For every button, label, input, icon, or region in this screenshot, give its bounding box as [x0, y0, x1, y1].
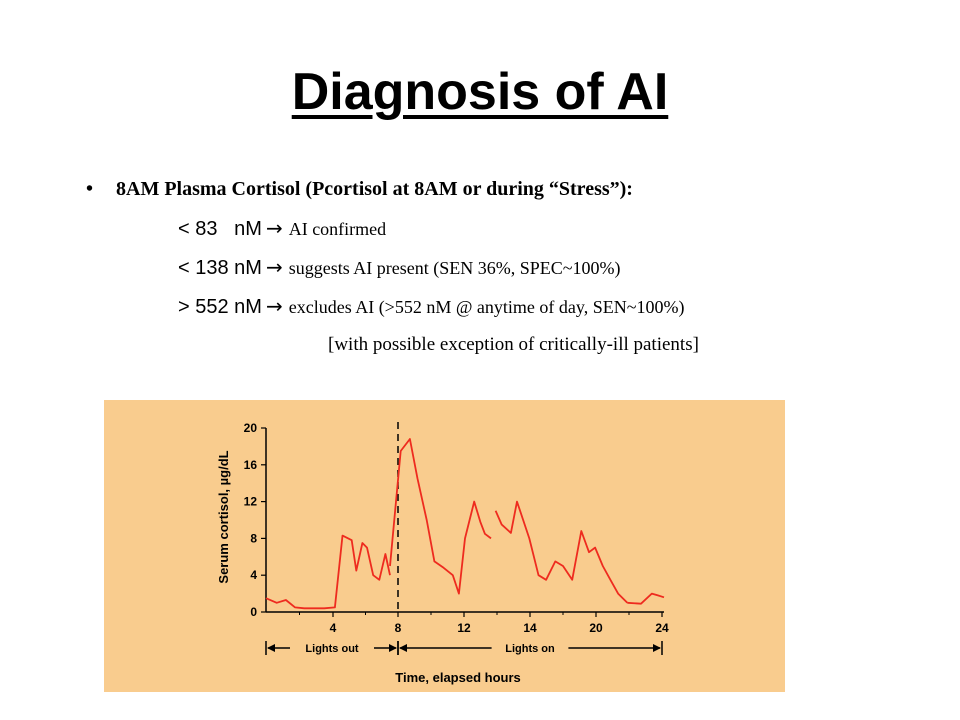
series-layer [265, 438, 665, 610]
y-tick-label: 8 [250, 531, 257, 545]
bullet-heading: • 8AM Plasma Cortisol (Pcortisol at 8AM o… [86, 178, 633, 201]
critically-ill-note: [with possible exception of critically-i… [328, 334, 699, 355]
cortisol-series-line [265, 534, 391, 610]
period-label: Lights out [305, 643, 358, 655]
y-tick-label: 4 [250, 568, 257, 582]
criterion-result: excludes AI (>552 nM @ anytime of day, S… [288, 297, 685, 317]
criterion-result: suggests AI present (SEN 36%, SPEC~100%) [288, 258, 621, 278]
criterion-line-3: > 552 nM→excludes AI (>552 nM @ anytime … [178, 294, 684, 319]
cortisol-series-line [627, 592, 665, 605]
y-axis-label: Serum cortisol, µg/dL [216, 450, 231, 583]
x-axis-label: Time, elapsed hours [395, 670, 520, 685]
chart-axes: 0 4 8 12 16 20 4 8 12 14 20 24 [244, 421, 669, 635]
chart-background [104, 400, 785, 692]
x-tick-label: 12 [457, 621, 471, 635]
x-tick-label: 4 [330, 621, 337, 635]
x-tick-label: 20 [589, 621, 603, 635]
y-tick-label: 16 [244, 458, 258, 472]
criterion-condition: > 552 nM [178, 296, 262, 318]
arrow-right-icon: → [265, 255, 283, 279]
x-tick-label: 14 [523, 621, 537, 635]
criterion-condition: < 138 nM [178, 257, 262, 279]
criterion-line-2: < 138 nM→suggests AI present (SEN 36%, S… [178, 255, 620, 280]
cortisol-series-line [389, 438, 492, 595]
arrow-right-icon: → [265, 216, 283, 240]
arrowhead-right-icon [653, 644, 661, 652]
criterion-condition: < 83 nM [178, 218, 262, 240]
arrowhead-right-icon [389, 644, 397, 652]
y-tick-label: 20 [244, 421, 258, 435]
bullet-symbol: • [86, 178, 94, 200]
y-tick-label: 12 [244, 495, 258, 509]
criterion-result: AI confirmed [288, 219, 387, 239]
y-tick-label: 0 [250, 605, 257, 619]
period-label: Lights on [505, 643, 555, 655]
x-tick-label: 24 [655, 621, 669, 635]
arrowhead-left-icon [399, 644, 407, 652]
bullet-text: 8AM Plasma Cortisol (Pcortisol at 8AM or… [116, 178, 633, 200]
period-bar: Lights out Lights on [265, 641, 663, 655]
criterion-line-1: < 83 nM→AI confirmed [178, 216, 386, 241]
x-tick-label: 8 [395, 621, 402, 635]
cortisol-series-line [494, 500, 628, 604]
slide-title: Diagnosis of AI [291, 63, 669, 121]
arrowhead-left-icon [267, 644, 275, 652]
arrow-right-icon: → [265, 294, 283, 318]
